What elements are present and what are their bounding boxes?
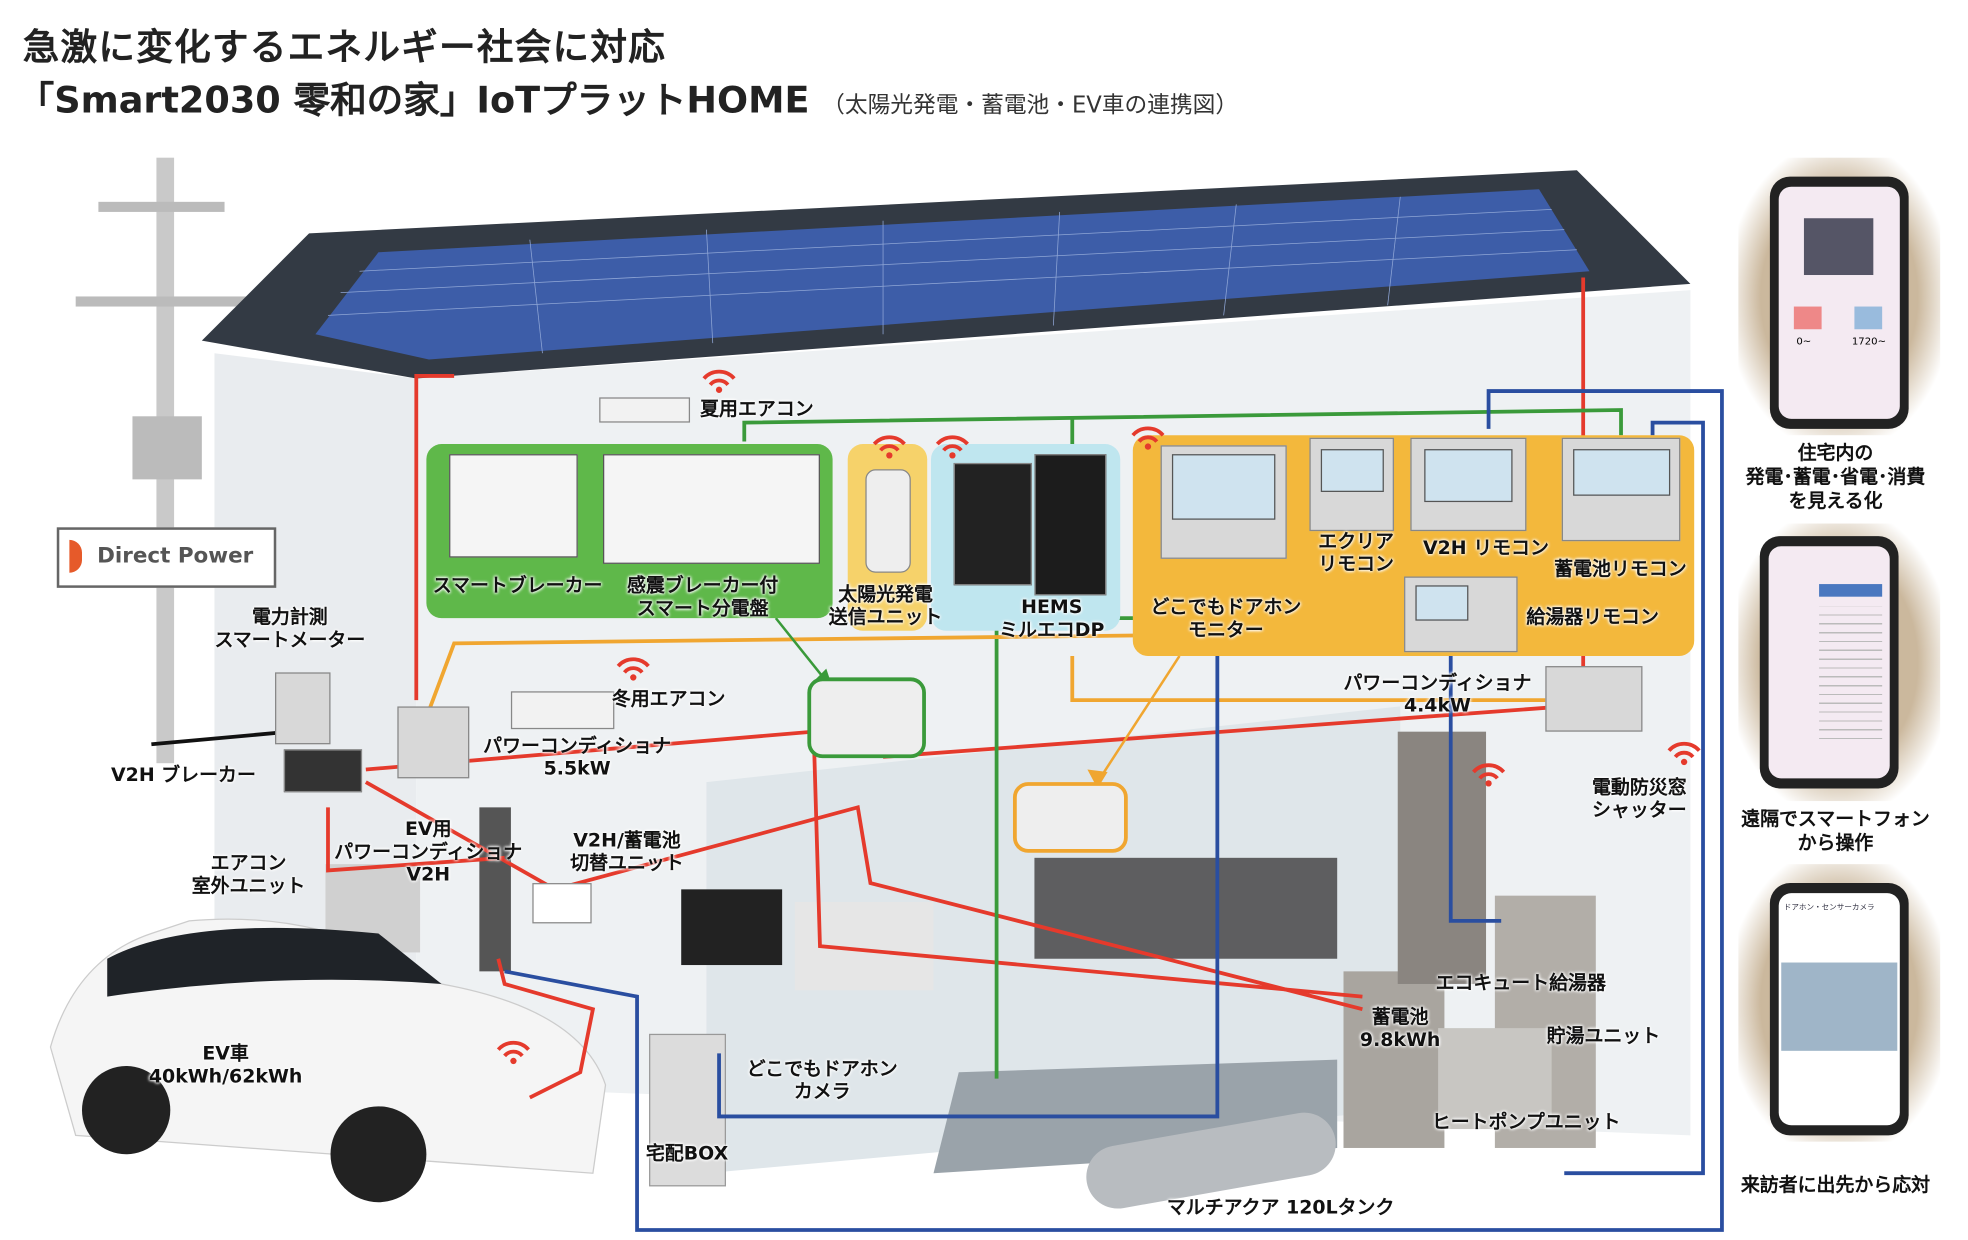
wifi-icon	[935, 435, 969, 459]
caption-visualize: 住宅内の 発電･蓄電･省電･消費 を見える化	[1745, 441, 1926, 513]
app-value: 1720~	[1851, 335, 1887, 347]
solar-sender-group	[847, 444, 928, 631]
label-water-heater-remote: 給湯器リモコン	[1526, 605, 1659, 629]
phone-visualize: 0~ 1720~	[1769, 176, 1909, 429]
solar-grid	[327, 196, 1577, 354]
label-door-camera: どこでもドアホン カメラ	[746, 1057, 898, 1103]
label-delivery-box: 宅配BOX	[645, 1141, 729, 1165]
comm-line	[717, 592, 1220, 1119]
label-battery: 蓄電池 9.8kWh	[1359, 1005, 1441, 1051]
label-smart-meter: 電力計測 スマートメーター	[214, 605, 366, 651]
smart-breaker-image	[449, 454, 578, 558]
label-shutter: 電動防災窓 シャッター	[1592, 775, 1687, 822]
label-hot-water-tank: 貯湯ユニット	[1546, 1024, 1661, 1048]
app-tabs	[1819, 584, 1883, 597]
label-summer-ac: 夏用エアコン	[700, 397, 814, 421]
lan-line	[742, 408, 1623, 442]
power-line	[414, 374, 455, 701]
label-panel-board: 感震ブレーカー付 スマート分電盤	[626, 573, 779, 620]
caption-visitor: 来訪者に出先から応対	[1740, 1173, 1931, 1196]
heat-pump	[1438, 1028, 1552, 1130]
label-multi-aqua: マルチアクア 120Lタンク	[1166, 1195, 1395, 1219]
app-text-list	[1819, 606, 1883, 746]
remote-group	[1132, 435, 1695, 656]
wifi-icon	[1667, 741, 1701, 766]
wifi-icon	[702, 369, 736, 393]
battery-unit	[1343, 971, 1445, 1148]
yen-icon	[1793, 306, 1822, 330]
panel-board-location	[807, 677, 926, 759]
label-pcs-44: パワーコンディショナ 4.4kW	[1343, 671, 1532, 717]
solar-panel	[315, 189, 1590, 360]
hems-group	[930, 444, 1121, 631]
multi-aqua-tank	[1086, 1112, 1336, 1209]
app-house-image	[1803, 218, 1874, 276]
ev-pcs-unit	[479, 807, 511, 972]
label-ev-car: EV車 40kWh/62kWh	[148, 1041, 303, 1088]
title-line1: 急激に変化するエネルギー社会に対応	[22, 25, 667, 69]
battery-remote-image	[1561, 437, 1681, 542]
remote-location	[1012, 782, 1128, 853]
wifi-icon	[1472, 763, 1506, 787]
breaker-panel-group	[426, 444, 833, 619]
label-smart-breaker: スマートブレーカー	[432, 573, 603, 597]
tv	[681, 889, 783, 966]
label-ac-outdoor: エアコン 室外ユニット	[191, 851, 306, 897]
label-door-monitor: どこでもドアホン モニター	[1150, 595, 1302, 641]
label-battery-remote: 蓄電池リモコン	[1554, 557, 1687, 581]
label-v2h-remote: V2H リモコン	[1422, 536, 1549, 559]
label-hems: HEMS ミルエコDP	[999, 595, 1105, 641]
label-v2h-breaker: V2H ブレーカー	[111, 763, 256, 786]
kitchen-counter	[1034, 857, 1338, 959]
door-monitor-image	[1160, 445, 1287, 559]
summer-ac-image	[599, 397, 691, 423]
wifi-icon	[616, 657, 650, 681]
yen-icon	[1854, 306, 1883, 330]
smart-meter-image	[275, 672, 331, 745]
sofa	[794, 901, 934, 991]
title-sub: （太陽光発電・蓄電池・EV車の連携図）	[822, 92, 1239, 119]
wifi-icon	[872, 435, 906, 459]
label-solar-sender: 太陽光発電 送信ユニット	[828, 582, 943, 629]
pcs-55-image	[397, 706, 470, 779]
panel-board-image	[602, 454, 820, 564]
label-heat-pump: ヒートポンプユニット	[1431, 1110, 1621, 1133]
solar-sender-image	[865, 469, 911, 573]
v2h-remote-image	[1410, 437, 1527, 532]
wifi-icon	[496, 1040, 530, 1065]
direct-power-sign: Direct Power	[56, 527, 277, 588]
ecria-remote-image	[1309, 437, 1394, 532]
camera-view	[1781, 962, 1898, 1051]
winter-ac-image	[510, 691, 615, 730]
direct-power-text: Direct Power	[97, 543, 254, 569]
wifi-icon	[1131, 426, 1165, 450]
water-heater-remote-image	[1404, 576, 1518, 653]
delivery-box-shape	[649, 1033, 726, 1187]
hems-router	[953, 462, 1032, 586]
phone-remote	[1759, 536, 1899, 789]
pcs-44-image	[1545, 666, 1643, 732]
title-line2: 「Smart2030 零和の家」IoTプラットHOME （太陽光発電・蓄電池・EV…	[18, 71, 1238, 124]
title-main: 「Smart2030 零和の家」IoTプラットHOME	[17, 78, 810, 122]
transformer	[132, 416, 202, 480]
label-ecria-remote: エクリア リモコン	[1318, 529, 1394, 576]
hems-unit	[1034, 454, 1107, 596]
app-value: 0~	[1796, 335, 1812, 347]
label-switch-unit: V2H/蓄電池 切替ユニット	[570, 828, 684, 875]
label-ecocute: エコキュート給湯器	[1435, 971, 1606, 995]
switch-unit-image	[532, 883, 592, 924]
app-title: ドアホン・センサーカメラ	[1783, 903, 1875, 913]
direct-power-logo-icon	[69, 539, 82, 573]
label-ev-pcs: EV用 パワーコンディショナ V2H	[334, 817, 523, 886]
v2h-breaker-image	[283, 749, 363, 793]
label-pcs-55: パワーコンディショナ 5.5kW	[483, 734, 672, 780]
label-winter-ac: 冬用エアコン	[611, 687, 726, 711]
phone-visitor: ドアホン・センサーカメラ	[1769, 883, 1909, 1136]
caption-remote: 遠隔でスマートフォン から操作	[1741, 807, 1930, 855]
fridge	[1397, 731, 1487, 984]
